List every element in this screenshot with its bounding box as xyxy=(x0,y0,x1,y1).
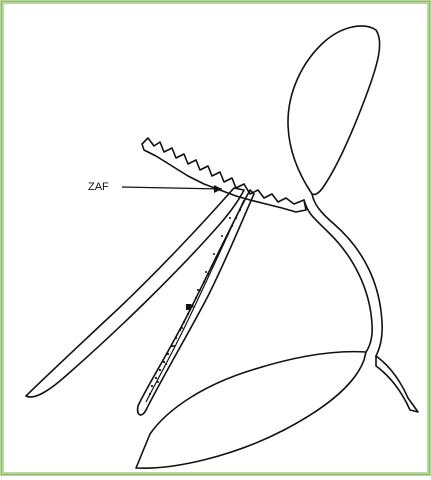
lower-leaf xyxy=(136,352,366,469)
right-tail xyxy=(376,356,418,412)
upper-right-lobe xyxy=(288,26,380,195)
zaf-label: ZAF xyxy=(88,181,109,193)
left-blade xyxy=(26,188,244,397)
serrated-comb xyxy=(142,138,306,212)
main-stem xyxy=(304,194,382,356)
zaf-pointer-line xyxy=(122,187,222,189)
pod-marker xyxy=(186,304,191,310)
botanical-diagram: ZAF xyxy=(4,4,431,480)
zaf-arrowhead xyxy=(214,185,222,193)
